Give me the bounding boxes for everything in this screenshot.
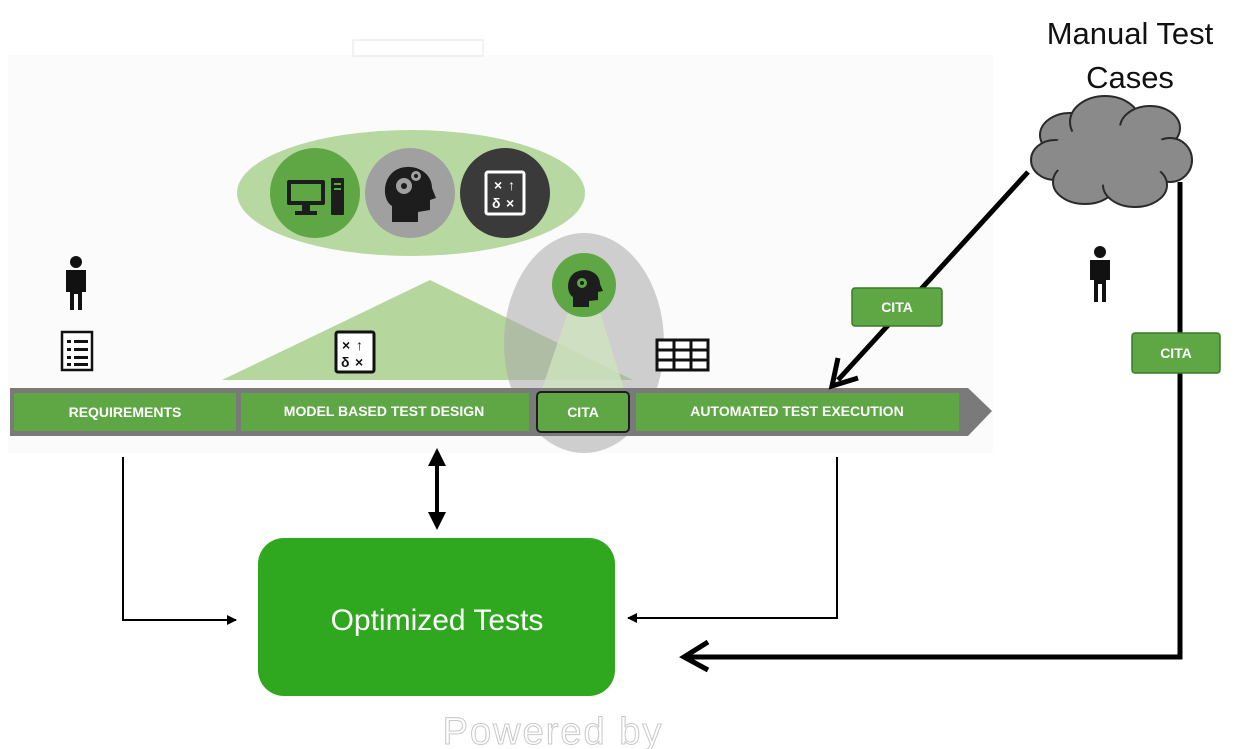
svg-text:×: ×: [355, 354, 363, 370]
optimized-tests-label: Optimized Tests: [331, 604, 544, 637]
model-diagram-icon: × ↑ δ ×: [334, 330, 376, 374]
cita-badge-left: CITA: [851, 287, 943, 327]
requirements-to-optimized-arrow: [122, 457, 237, 625]
cloud-title-line1: Manual Test: [1047, 16, 1214, 51]
stage-model-design: MODEL BASED TEST DESIGN: [284, 403, 484, 419]
stage-cita: CITA: [567, 404, 599, 420]
computer-icon: [270, 148, 360, 238]
cloud-to-execution-arrow: [828, 170, 1030, 390]
diagram-panel: [8, 55, 993, 453]
person-icon: [1090, 246, 1110, 302]
cita-badge-right: CITA: [1131, 332, 1221, 374]
stage-automated-execution: AUTOMATED TEST EXECUTION: [690, 403, 903, 419]
svg-text:×: ×: [342, 337, 350, 353]
checklist-icon: [60, 330, 94, 372]
panel-tab: [352, 39, 484, 57]
optimized-tests-box: Optimized Tests: [258, 538, 615, 696]
svg-text:δ: δ: [341, 354, 350, 370]
design-optimized-double-arrow: [428, 448, 446, 530]
svg-text:δ: δ: [492, 195, 501, 211]
svg-text:×: ×: [506, 195, 514, 211]
model-diagram-icon: × ↑ δ ×: [460, 148, 550, 238]
cloud-title-line2: Cases: [1086, 60, 1174, 95]
brain-gears-icon: [365, 148, 455, 238]
tools-ellipse: × ↑ δ ×: [237, 130, 585, 256]
pipeline-bar: REQUIREMENTS MODEL BASED TEST DESIGN CIT…: [10, 388, 992, 436]
cita-badge-right-label: CITA: [1160, 345, 1192, 361]
stage-requirements: REQUIREMENTS: [69, 404, 182, 420]
grid-table-icon: [655, 338, 710, 372]
svg-text:×: ×: [494, 177, 502, 193]
cloud-icon: [1030, 95, 1193, 208]
svg-text:↑: ↑: [508, 177, 515, 193]
execution-to-optimized-arrow: [627, 457, 838, 623]
cita-badge-left-label: CITA: [881, 299, 913, 315]
powered-by-watermark: Powered by: [443, 711, 664, 749]
svg-text:↑: ↑: [356, 337, 363, 353]
person-icon: [66, 256, 86, 310]
